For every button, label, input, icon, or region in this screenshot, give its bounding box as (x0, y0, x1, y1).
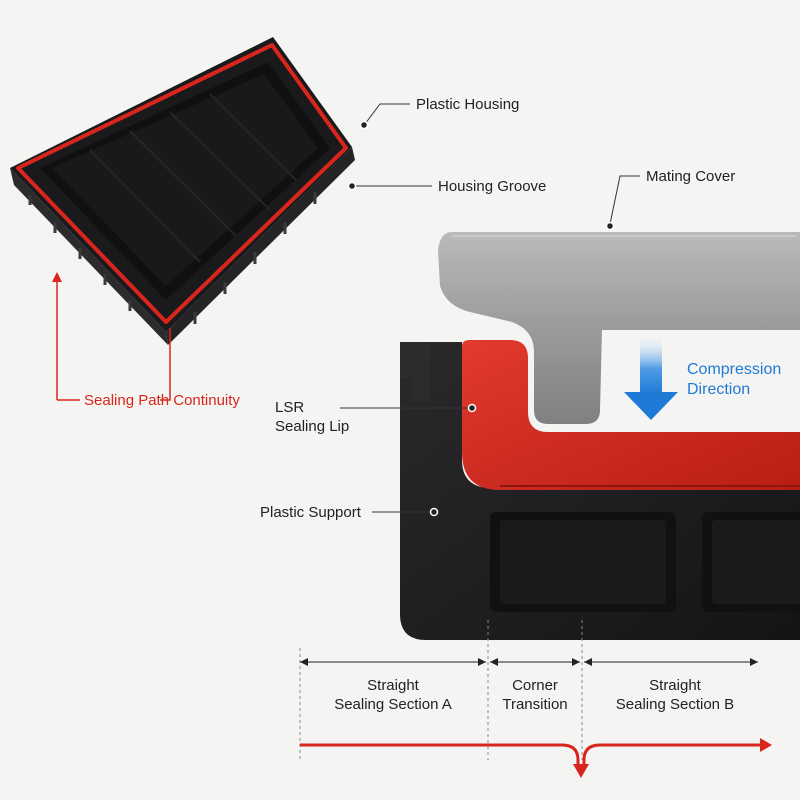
lsr-label-line1: LSR (275, 399, 305, 416)
section-b-label-line2: Sealing Section B (615, 696, 735, 713)
mating-cover-shape (438, 232, 800, 424)
leader-lines (340, 103, 640, 513)
right-arrow-icon (300, 738, 772, 778)
lsr-lip-marker (467, 403, 477, 413)
corner-label-line1: Corner (512, 677, 558, 694)
compression-label-line1: Compression (687, 361, 782, 378)
sealing-path-continuity-label: Sealing Path Continuity (84, 392, 240, 409)
up-arrowhead-icon (52, 272, 62, 282)
plastic-support-label: Plastic Support (260, 504, 361, 521)
mating-cover-marker (605, 221, 615, 231)
corner-label-line2: Transition (502, 696, 568, 713)
section-b-label-line1: Straight (649, 677, 701, 694)
section-a-label-line2: Sealing Section A (334, 696, 452, 713)
housing-groove-marker (347, 181, 357, 191)
plastic-housing-illustration (10, 37, 355, 345)
plastic-housing-marker (359, 120, 369, 130)
section-dimensions (299, 620, 758, 760)
lsr-label-line2: Sealing Lip (275, 418, 350, 435)
housing-groove-label: Housing Groove (438, 178, 547, 195)
plastic-housing-label: Plastic Housing (416, 96, 520, 113)
lsr-sealing-lip-shape (462, 340, 800, 490)
down-arrow-icon (624, 338, 678, 420)
mating-cover-label: Mating Cover (646, 168, 736, 185)
compression-label-line2: Direction (687, 381, 751, 398)
section-a-label-line1: Straight (367, 677, 419, 694)
plastic-support-marker (429, 507, 439, 517)
sealing-path-leaders (56, 278, 171, 401)
